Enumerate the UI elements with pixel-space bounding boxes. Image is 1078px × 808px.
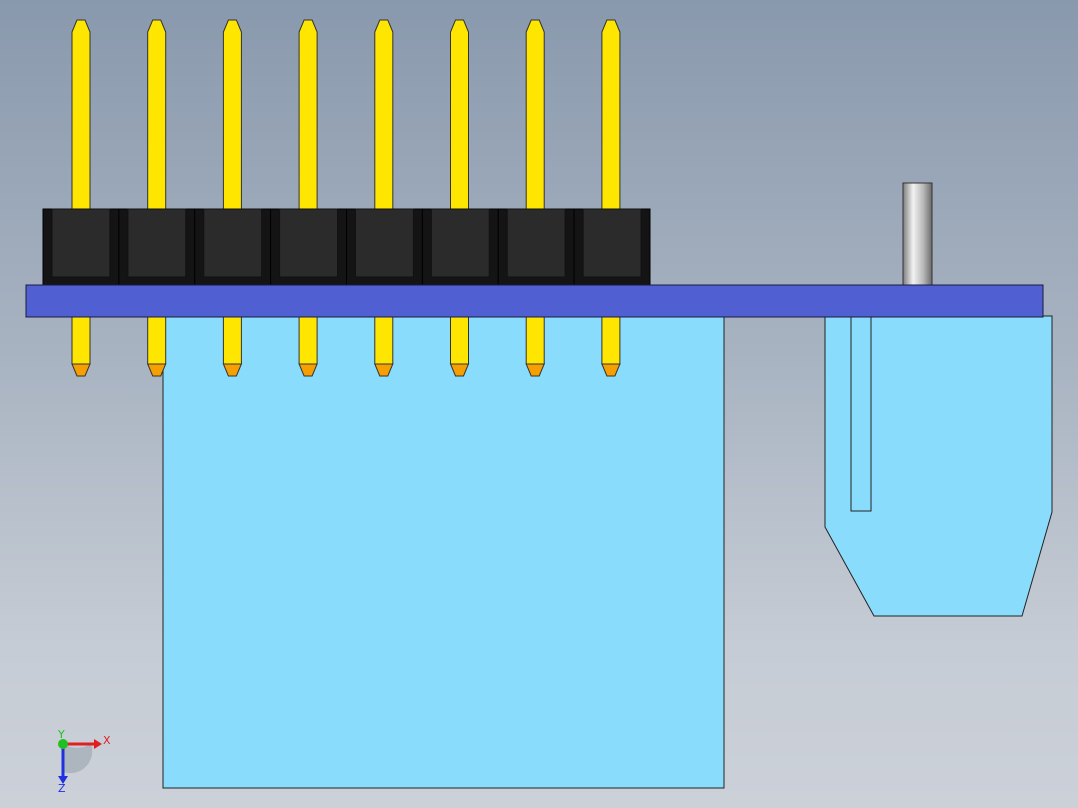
connector-body[interactable] xyxy=(162,315,725,789)
housing-block-5[interactable] xyxy=(346,208,423,286)
pin-7[interactable] xyxy=(525,19,545,377)
triad-shade xyxy=(63,744,93,774)
pin-lower xyxy=(147,315,167,365)
pin-tip xyxy=(374,363,394,377)
pin-tip xyxy=(601,363,621,377)
housing-block-face xyxy=(51,208,111,278)
pin-lower xyxy=(450,315,469,365)
triad-y-point xyxy=(58,739,68,749)
pin-8[interactable] xyxy=(601,19,621,377)
pcb-board[interactable] xyxy=(25,284,1044,318)
housing-block-face xyxy=(506,208,566,278)
housing-block-2[interactable] xyxy=(118,208,196,286)
pin-4[interactable] xyxy=(298,19,318,377)
latch-body[interactable] xyxy=(824,315,1053,617)
pin-1[interactable] xyxy=(71,19,91,377)
housing-block-1[interactable] xyxy=(42,208,120,286)
pin-6[interactable] xyxy=(449,19,470,377)
triad-z-label: Z xyxy=(58,782,66,795)
pin-lower xyxy=(525,315,545,365)
pin-lower xyxy=(222,315,242,365)
housing-block-face xyxy=(127,208,187,278)
pin-lower xyxy=(298,315,318,365)
pin-tip xyxy=(71,363,91,377)
housing-block-8[interactable] xyxy=(573,208,651,286)
pin-3[interactable] xyxy=(222,19,243,377)
housing-block-face xyxy=(279,208,338,278)
housing-block-face xyxy=(355,208,414,278)
metal-standoff[interactable] xyxy=(902,182,933,287)
housing-block-face xyxy=(203,208,263,278)
pin-lower xyxy=(374,315,394,365)
pin-tip xyxy=(222,363,243,377)
housing-block-3[interactable] xyxy=(194,208,272,286)
triad-x-label: X xyxy=(103,734,111,747)
pin-tip xyxy=(298,363,318,377)
pin-housing[interactable] xyxy=(42,208,651,286)
pin-tip xyxy=(146,363,167,377)
housing-block-4[interactable] xyxy=(270,208,347,286)
triad-y-label: Y xyxy=(57,728,65,741)
housing-block-face xyxy=(430,208,490,278)
pin-lower xyxy=(601,315,621,365)
housing-block-6[interactable] xyxy=(421,208,499,286)
triad-x-arrow xyxy=(94,739,102,749)
triad-z-arrow xyxy=(58,776,68,784)
pin-2[interactable] xyxy=(146,19,167,377)
pin-lower xyxy=(71,315,91,365)
coordinate-triad: X Y Z xyxy=(57,728,111,795)
pin-tip xyxy=(449,363,470,377)
pin-5[interactable] xyxy=(374,19,394,377)
latch-slot[interactable] xyxy=(850,315,872,512)
pin-tip xyxy=(525,363,545,377)
housing-block-7[interactable] xyxy=(497,208,575,286)
housing-block-face xyxy=(582,208,642,278)
